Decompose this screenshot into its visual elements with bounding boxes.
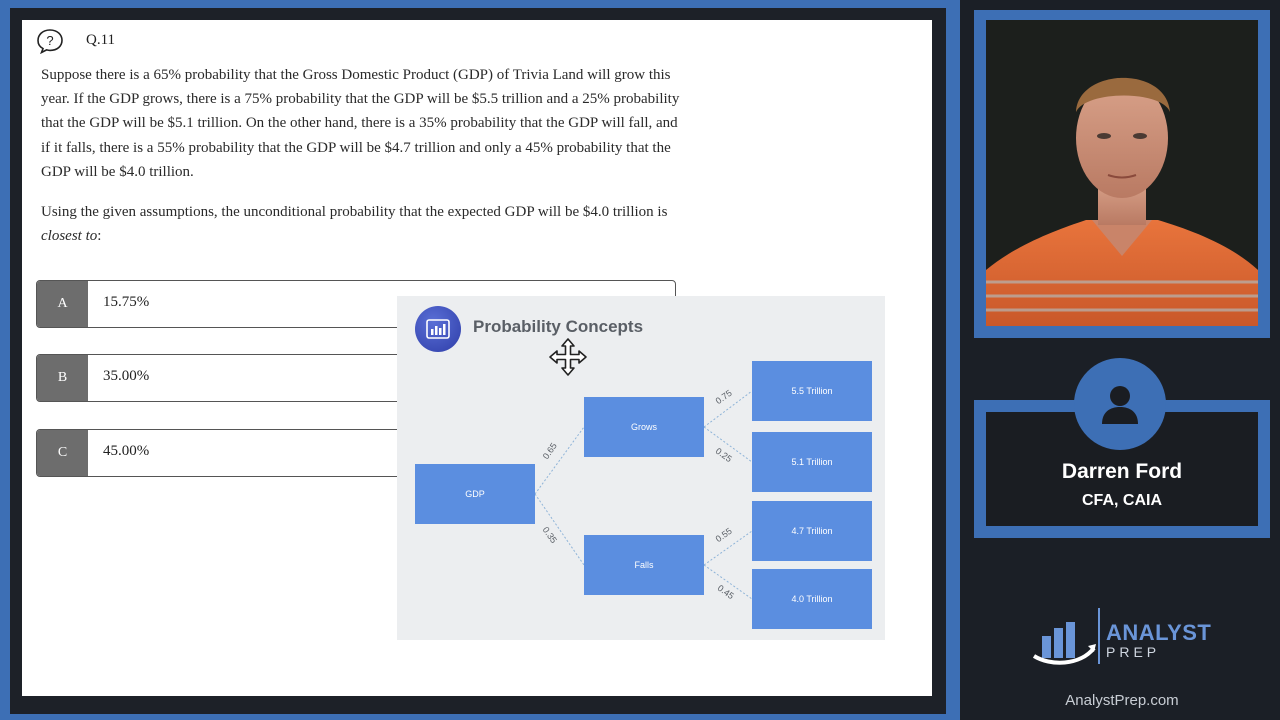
tree-node-4-0-trillion: 4.0 Trillion	[752, 569, 872, 629]
move-cursor-icon	[549, 338, 587, 376]
tree-node-4-7-trillion: 4.7 Trillion	[752, 501, 872, 561]
question-panel: ? Q.11 Suppose there is a 65% probabilit…	[22, 20, 932, 696]
tree-node-5-5-trillion: 5.5 Trillion	[752, 361, 872, 421]
option-text: 45.00%	[103, 443, 150, 459]
question-prompt-emphasis: closest to	[41, 228, 98, 245]
tree-connectors	[534, 390, 753, 600]
slide-title: Probability Concepts	[473, 317, 644, 336]
question-prompt-start: Using the given assumptions, the uncondi…	[41, 204, 668, 220]
bar-chart-icon	[415, 306, 461, 352]
presenter-credentials: CFA, CAIA	[1082, 492, 1162, 509]
question-stem: Suppose there is a 65% probability that …	[41, 67, 680, 180]
option-letter: B	[37, 355, 88, 401]
probability-tree-slide[interactable]: Probability Concepts GDP Grows Falls 5.5…	[397, 296, 885, 640]
option-letter: A	[37, 281, 88, 327]
brand-word-analyst: ANALYST	[1106, 620, 1212, 645]
presenter-video	[986, 20, 1258, 326]
tree-node-falls: Falls	[584, 535, 704, 595]
tree-node-grows: Grows	[584, 397, 704, 457]
question-prompt: Using the given assumptions, the uncondi…	[41, 200, 681, 248]
svg-text:?: ?	[46, 33, 53, 48]
question-circle-icon[interactable]: ?	[36, 28, 64, 54]
brand-word-prep: PREP	[1106, 644, 1161, 660]
option-text: 35.00%	[103, 368, 150, 384]
tree-node-5-1-trillion: 5.1 Trillion	[752, 432, 872, 492]
option-letter: C	[37, 430, 88, 476]
user-icon	[1074, 358, 1166, 450]
webcam-frame	[974, 10, 1270, 338]
site-url[interactable]: AnalystPrep.com	[1065, 692, 1179, 709]
question-prompt-end: :	[97, 228, 102, 245]
question-number: Q.11	[86, 32, 116, 48]
option-text: 15.75%	[103, 294, 150, 310]
tree-node-gdp: GDP	[415, 464, 535, 524]
analystprep-logo-mark	[1032, 608, 1100, 665]
presenter-name: Darren Ford	[1061, 460, 1183, 483]
